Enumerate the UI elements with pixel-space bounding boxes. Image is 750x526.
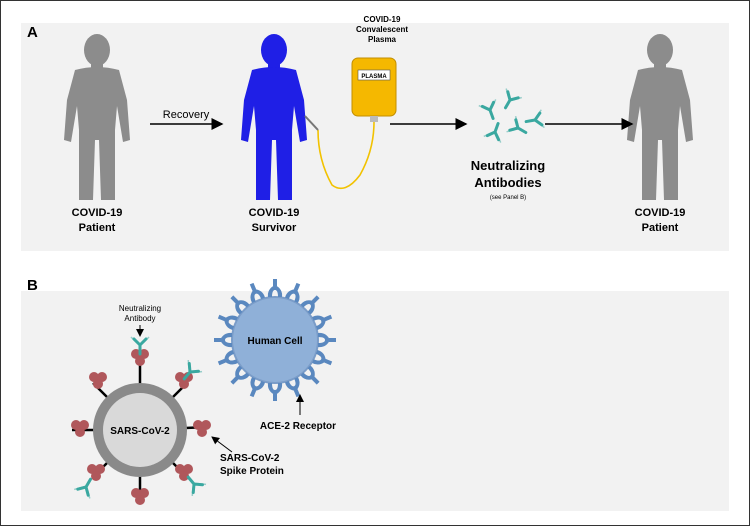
iv-tube	[317, 121, 375, 190]
receptor-icon	[214, 332, 232, 348]
receptor-icon	[318, 332, 336, 348]
antibody-icon	[505, 114, 532, 142]
virus-icon: SARS-CoV-2	[72, 360, 209, 500]
survivor-silhouette-icon	[241, 34, 307, 200]
receptor-icon	[267, 383, 283, 401]
survivor-label-1: COVID-19	[249, 207, 300, 219]
antibodies-label-1: Neutralizing	[471, 158, 545, 173]
patient-silhouette-icon	[64, 34, 130, 200]
antibody-icon	[496, 87, 524, 114]
antibody-icon	[477, 97, 504, 124]
plasma-caption-2: Convalescent	[356, 25, 408, 34]
patient2-silhouette-icon	[627, 34, 693, 200]
recovery-label: Recovery	[163, 109, 210, 121]
spike-arrow	[211, 436, 233, 453]
virus-label: SARS-CoV-2	[110, 426, 170, 437]
antibody-icon	[523, 108, 546, 132]
plasma-bag-label: PLASMA	[361, 74, 387, 80]
plasma-caption-3: Plasma	[368, 35, 397, 44]
spike-label-2: Spike Protein	[220, 466, 284, 477]
antibody-icon	[482, 118, 509, 145]
plasma-bag-icon: PLASMA	[351, 57, 397, 122]
see-panel-b-note: (see Panel B)	[490, 195, 526, 201]
patient2-label-1: COVID-19	[635, 207, 686, 219]
receptor-label: ACE-2 Receptor	[260, 421, 336, 432]
panel-b-letter: B	[27, 277, 38, 294]
cell-label: Human Cell	[247, 336, 302, 347]
plasma-caption-1: COVID-19	[364, 15, 401, 24]
neutralizing-label-2: Antibody	[124, 314, 155, 323]
spike-protein-icon	[71, 420, 89, 437]
spike-protein-icon	[131, 488, 149, 505]
receptor-icon	[267, 279, 283, 297]
spike-protein-icon	[89, 372, 107, 389]
patient-label-1: COVID-19	[72, 207, 123, 219]
antibody-cluster	[477, 87, 546, 145]
spike-protein-icon	[175, 372, 193, 389]
survivor-label-2: Survivor	[252, 222, 297, 234]
iv-needle-icon	[304, 115, 319, 131]
patient2-label-2: Patient	[642, 222, 679, 234]
spike-protein-icon	[193, 420, 211, 437]
human-cell-icon: Human Cell	[231, 296, 319, 384]
spike-label-1: SARS-CoV-2	[220, 453, 280, 464]
patient-label-2: Patient	[79, 222, 116, 234]
neutralizing-label-1: Neutralizing	[119, 304, 161, 313]
panel-a-letter: A	[27, 24, 38, 41]
antibodies-label-2: Antibodies	[474, 175, 541, 190]
